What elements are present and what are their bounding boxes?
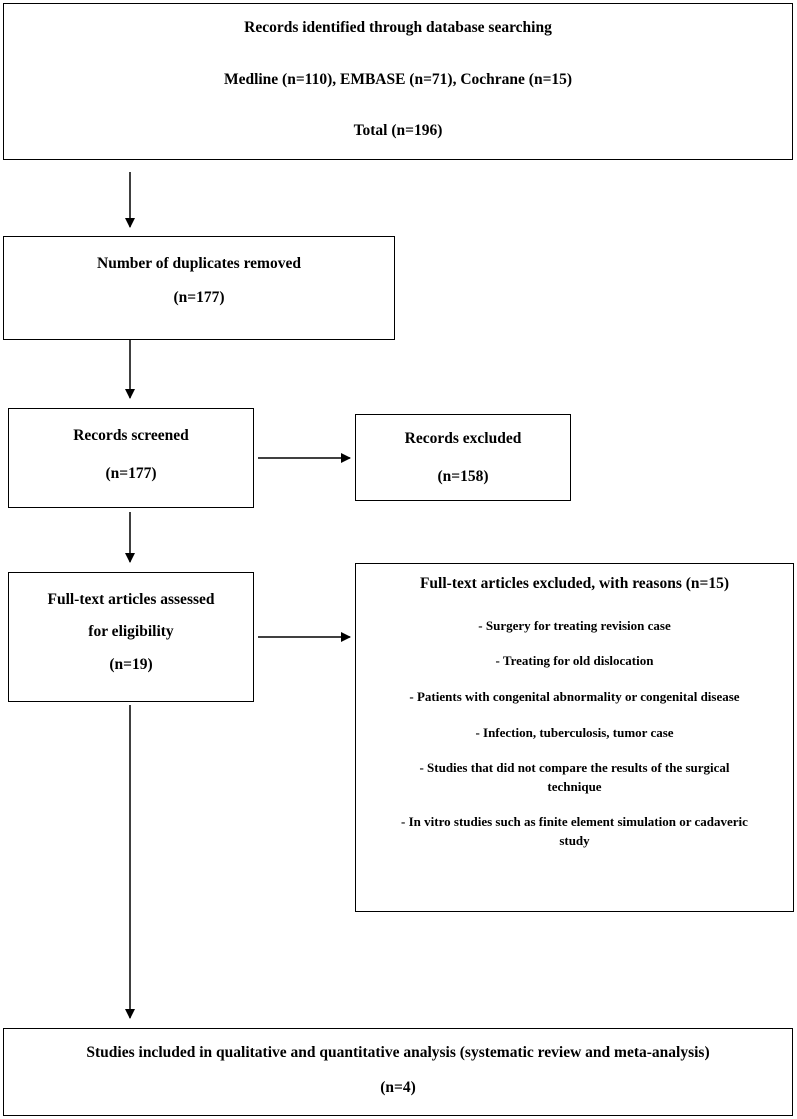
studies-included-title: Studies included in qualitative and quan…: [86, 1044, 710, 1061]
exclusion-reason: - Infection, tuberculosis, tumor case: [475, 725, 674, 740]
records-screened-title: Records screened: [73, 427, 189, 444]
records-identified-total: Total (n=196): [353, 122, 443, 139]
exclusion-reason: - In vitro studies such as finite elemen…: [401, 814, 748, 829]
records-excluded-box: Records excluded (n=158): [355, 414, 571, 501]
exclusion-reason: - Patients with congenital abnormality o…: [409, 689, 740, 704]
studies-included-box: Studies included in qualitative and quan…: [3, 1028, 793, 1116]
exclusion-reason: - Studies that did not compare the resul…: [419, 760, 730, 775]
records-excluded-count: (n=158): [437, 468, 489, 485]
records-excluded-title: Records excluded: [404, 430, 522, 447]
records-identified-title: Records identified through database sear…: [244, 19, 552, 36]
fulltext-assessed-count: (n=19): [109, 656, 153, 673]
exclusion-reason-continued: technique: [547, 779, 602, 794]
records-identified-sources: Medline (n=110), EMBASE (n=71), Cochrane…: [223, 71, 573, 88]
fulltext-assessed-box: Full-text articles assessed for eligibil…: [8, 572, 254, 702]
records-identified-box: Records identified through database sear…: [3, 3, 793, 160]
duplicates-removed-count: (n=177): [173, 289, 225, 306]
records-screened-box: Records screened (n=177): [8, 408, 254, 508]
studies-included-count: (n=4): [380, 1079, 416, 1096]
fulltext-assessed-line1: Full-text articles assessed: [47, 591, 215, 608]
fulltext-excluded-title: Full-text articles excluded, with reason…: [419, 575, 730, 592]
fulltext-assessed-line2: for eligibility: [88, 623, 174, 640]
duplicates-removed-box: Number of duplicates removed (n=177): [3, 236, 395, 340]
duplicates-removed-title: Number of duplicates removed: [97, 255, 301, 272]
exclusion-reason: - Treating for old dislocation: [495, 653, 654, 668]
records-screened-count: (n=177): [105, 465, 157, 482]
fulltext-excluded-box: Full-text articles excluded, with reason…: [355, 563, 794, 912]
exclusion-reason-continued: study: [559, 833, 590, 848]
exclusion-reason: - Surgery for treating revision case: [478, 618, 671, 633]
